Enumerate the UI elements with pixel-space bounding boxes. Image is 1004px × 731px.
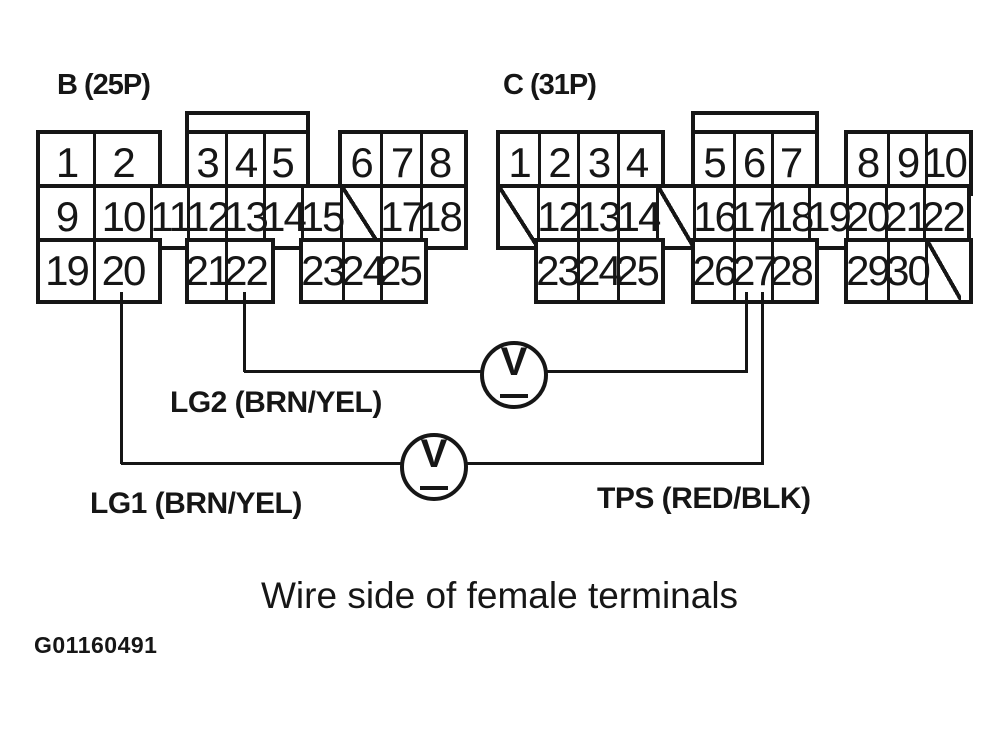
terminal-c-25: 25 — [615, 242, 660, 300]
terminal-b-8: 8 — [420, 134, 456, 192]
terminal-c-blocked — [925, 242, 961, 300]
terminal-c-3: 3 — [577, 134, 617, 192]
voltmeter-symbol: V — [420, 432, 448, 476]
figure-id: G01160491 — [34, 632, 158, 658]
terminal-c-4: 4 — [617, 134, 653, 192]
diagram-caption: Wire side of female terminals — [261, 575, 739, 616]
terminal-c-22: 22 — [921, 188, 966, 246]
terminal-c-1: 1 — [508, 139, 531, 186]
terminal-b-14: 14 — [262, 188, 307, 246]
terminal-b-22: 22 — [224, 242, 269, 300]
connector-b-title: B (25P) — [57, 69, 151, 101]
terminal-b-25: 25 — [378, 242, 423, 300]
terminal-c-14: 14 — [617, 188, 661, 246]
terminal-c-24: 24 — [577, 242, 622, 300]
wire-segment-lg1-tps — [120, 292, 123, 464]
terminal-c-19: 19 — [807, 188, 852, 246]
terminal-c-27: 27 — [732, 242, 777, 300]
wire-segment-lg1-tps — [459, 462, 764, 465]
terminal-b-2: 2 — [93, 134, 150, 192]
voltmeter-symbol: V — [500, 340, 528, 384]
terminal-b-15: 15 — [301, 188, 345, 246]
terminal-c-12: 12 — [537, 188, 582, 246]
wire-label-lg1: LG1 (BRN/YEL) — [90, 487, 302, 520]
terminal-c-28: 28 — [769, 242, 814, 300]
terminal-b-3: 3 — [196, 139, 219, 186]
wire-segment-lg2 — [539, 370, 748, 373]
terminal-b-23: 23 — [301, 247, 346, 294]
terminal-c-17: 17 — [732, 188, 777, 246]
terminal-c-8: 8 — [856, 139, 880, 186]
voltmeter-underline — [420, 486, 448, 490]
terminal-b-4: 4 — [225, 134, 263, 192]
terminal-b-7: 7 — [380, 134, 420, 192]
wire-segment-lg2 — [244, 370, 481, 373]
wire-segment-lg1-tps — [761, 292, 764, 464]
terminal-c-10: 10 — [923, 134, 968, 192]
voltmeter-icon: V — [400, 433, 468, 501]
terminal-c-7: 7 — [771, 134, 807, 192]
wire-label-tps: TPS (RED/BLK) — [597, 482, 811, 515]
terminal-c-9: 9 — [887, 134, 925, 192]
terminal-b-21: 21 — [185, 247, 231, 294]
terminal-c-18: 18 — [770, 188, 814, 246]
terminal-b-blocked — [340, 188, 380, 246]
terminal-b-19: 19 — [45, 247, 90, 294]
terminal-c-21: 21 — [884, 188, 929, 246]
wire-label-lg2: LG2 (BRN/YEL) — [170, 386, 382, 419]
terminal-b-20: 20 — [93, 242, 150, 300]
terminal-c-30: 30 — [886, 242, 931, 300]
terminal-c-blocked — [500, 188, 537, 246]
terminal-b-11: 11 — [150, 188, 192, 246]
terminal-c-23: 23 — [536, 247, 581, 294]
terminal-b-10: 10 — [93, 188, 150, 246]
terminal-b-6: 6 — [350, 139, 373, 186]
terminal-c-13: 13 — [577, 188, 622, 246]
terminal-b-18: 18 — [418, 188, 463, 246]
terminal-b-1: 1 — [55, 139, 79, 186]
terminal-b-13: 13 — [224, 188, 269, 246]
voltmeter-icon: V — [480, 341, 548, 409]
terminal-c-2: 2 — [538, 134, 577, 192]
wire-segment-lg2 — [243, 292, 246, 372]
terminal-b-9: 9 — [55, 193, 79, 240]
terminal-c-6: 6 — [733, 134, 771, 192]
terminal-c-20: 20 — [846, 188, 890, 246]
connector-c-title: C (31P) — [503, 69, 597, 101]
wire-segment-lg1-tps — [121, 462, 401, 465]
terminal-c-blocked — [656, 188, 693, 246]
voltmeter-underline — [500, 394, 528, 398]
terminal-b-5: 5 — [263, 134, 298, 192]
terminal-c-29: 29 — [846, 247, 891, 294]
terminal-b-17: 17 — [380, 188, 425, 246]
terminal-c-5: 5 — [703, 139, 726, 186]
terminal-c-16: 16 — [693, 188, 738, 246]
terminal-c-26: 26 — [692, 247, 738, 294]
terminal-b-24: 24 — [341, 242, 386, 300]
wire-segment-lg2 — [745, 292, 748, 372]
terminal-b-12: 12 — [186, 188, 231, 246]
